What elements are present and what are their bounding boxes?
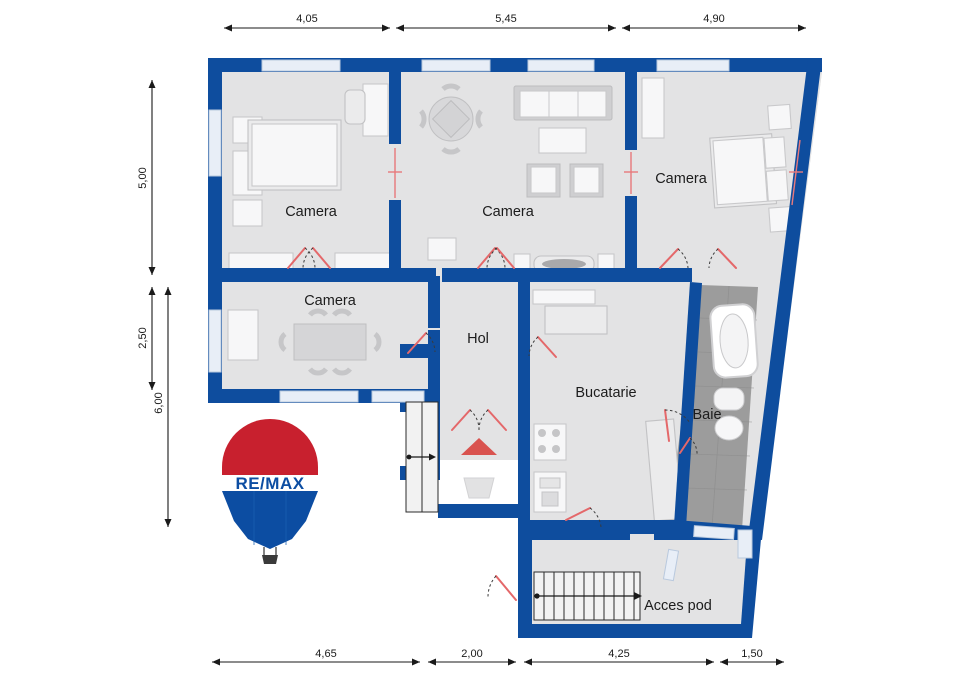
door-acces-pod-exterior: [487, 575, 517, 601]
door-baie-lower: [679, 437, 698, 457]
dimension-bottom-4: 1,50: [741, 648, 762, 660]
door-hol-left: [486, 247, 515, 269]
logo-balloon-bottom: [222, 491, 318, 549]
door-kitchen-to-baie: [664, 409, 691, 442]
door-camera-top-left: [287, 247, 316, 269]
windows: [208, 59, 753, 582]
logo-balloon-seams: [253, 491, 287, 545]
dimension-left-1: 5,00: [137, 167, 149, 188]
logo-balloon-basket: [262, 555, 278, 564]
remax-logo: RE/MAX: [222, 419, 318, 564]
furniture-top-right-room: [641, 77, 794, 233]
dimensions-bottom: 4,65 2,00 4,25 1,50: [212, 648, 784, 666]
room-label-bucatarie: Bucatarie: [575, 385, 636, 401]
dimensions-left: 5,00 2,50 6,00: [137, 80, 172, 527]
dimension-left-2: 2,50: [137, 327, 149, 348]
room-label-camera-top-right: Camera: [655, 171, 708, 187]
door-camera-bottom-left: [302, 247, 331, 269]
riser-marks: [388, 139, 803, 206]
furniture-top-left-room: [228, 83, 392, 276]
room-label-acces-pod: Acces pod: [644, 598, 712, 614]
dimension-bottom-1: 4,65: [315, 648, 336, 660]
room-label-camera-top-mid: Camera: [482, 204, 535, 220]
door-baie-upper: [708, 248, 737, 269]
room-label-camera-bottom-left: Camera: [304, 293, 357, 309]
room-labels: Camera Camera Camera Camera Hol Bucatari…: [285, 171, 721, 614]
room-label-baie: Baie: [692, 407, 721, 423]
exterior-stair-left: [405, 401, 439, 513]
door-kitchen-to-acces-pod: [565, 507, 602, 528]
furniture-bottom-left-room: [227, 308, 382, 376]
dimensions-top: 4,05 5,45 4,90: [224, 13, 806, 32]
acces-pod-staircase: [533, 571, 642, 621]
door-hol-entrance-right: [478, 409, 507, 431]
kitchen-fittings: [532, 289, 683, 522]
logo-balloon-band: [222, 475, 318, 493]
doors: [287, 247, 737, 601]
door-hol-to-bottom-left: [407, 332, 436, 354]
dimension-top-2: 5,45: [495, 13, 516, 25]
entrance-direction-marker: [461, 438, 497, 499]
furniture-top-mid-room: [418, 83, 615, 275]
room-label-camera-top-left: Camera: [285, 204, 338, 220]
dimension-left-3: 6,00: [153, 392, 165, 413]
dimension-top-1: 4,05: [296, 13, 317, 25]
dimension-top-3: 4,90: [703, 13, 724, 25]
door-hol-to-kitchen: [528, 336, 557, 358]
room-label-hol: Hol: [467, 331, 489, 347]
dimension-bottom-2: 2,00: [461, 648, 482, 660]
logo-text: RE/MAX: [235, 474, 304, 493]
door-camera-top-right: [659, 248, 689, 269]
dimension-bottom-3: 4,25: [608, 648, 629, 660]
logo-balloon-top: [222, 419, 318, 477]
bathroom-fixtures: [709, 303, 759, 441]
